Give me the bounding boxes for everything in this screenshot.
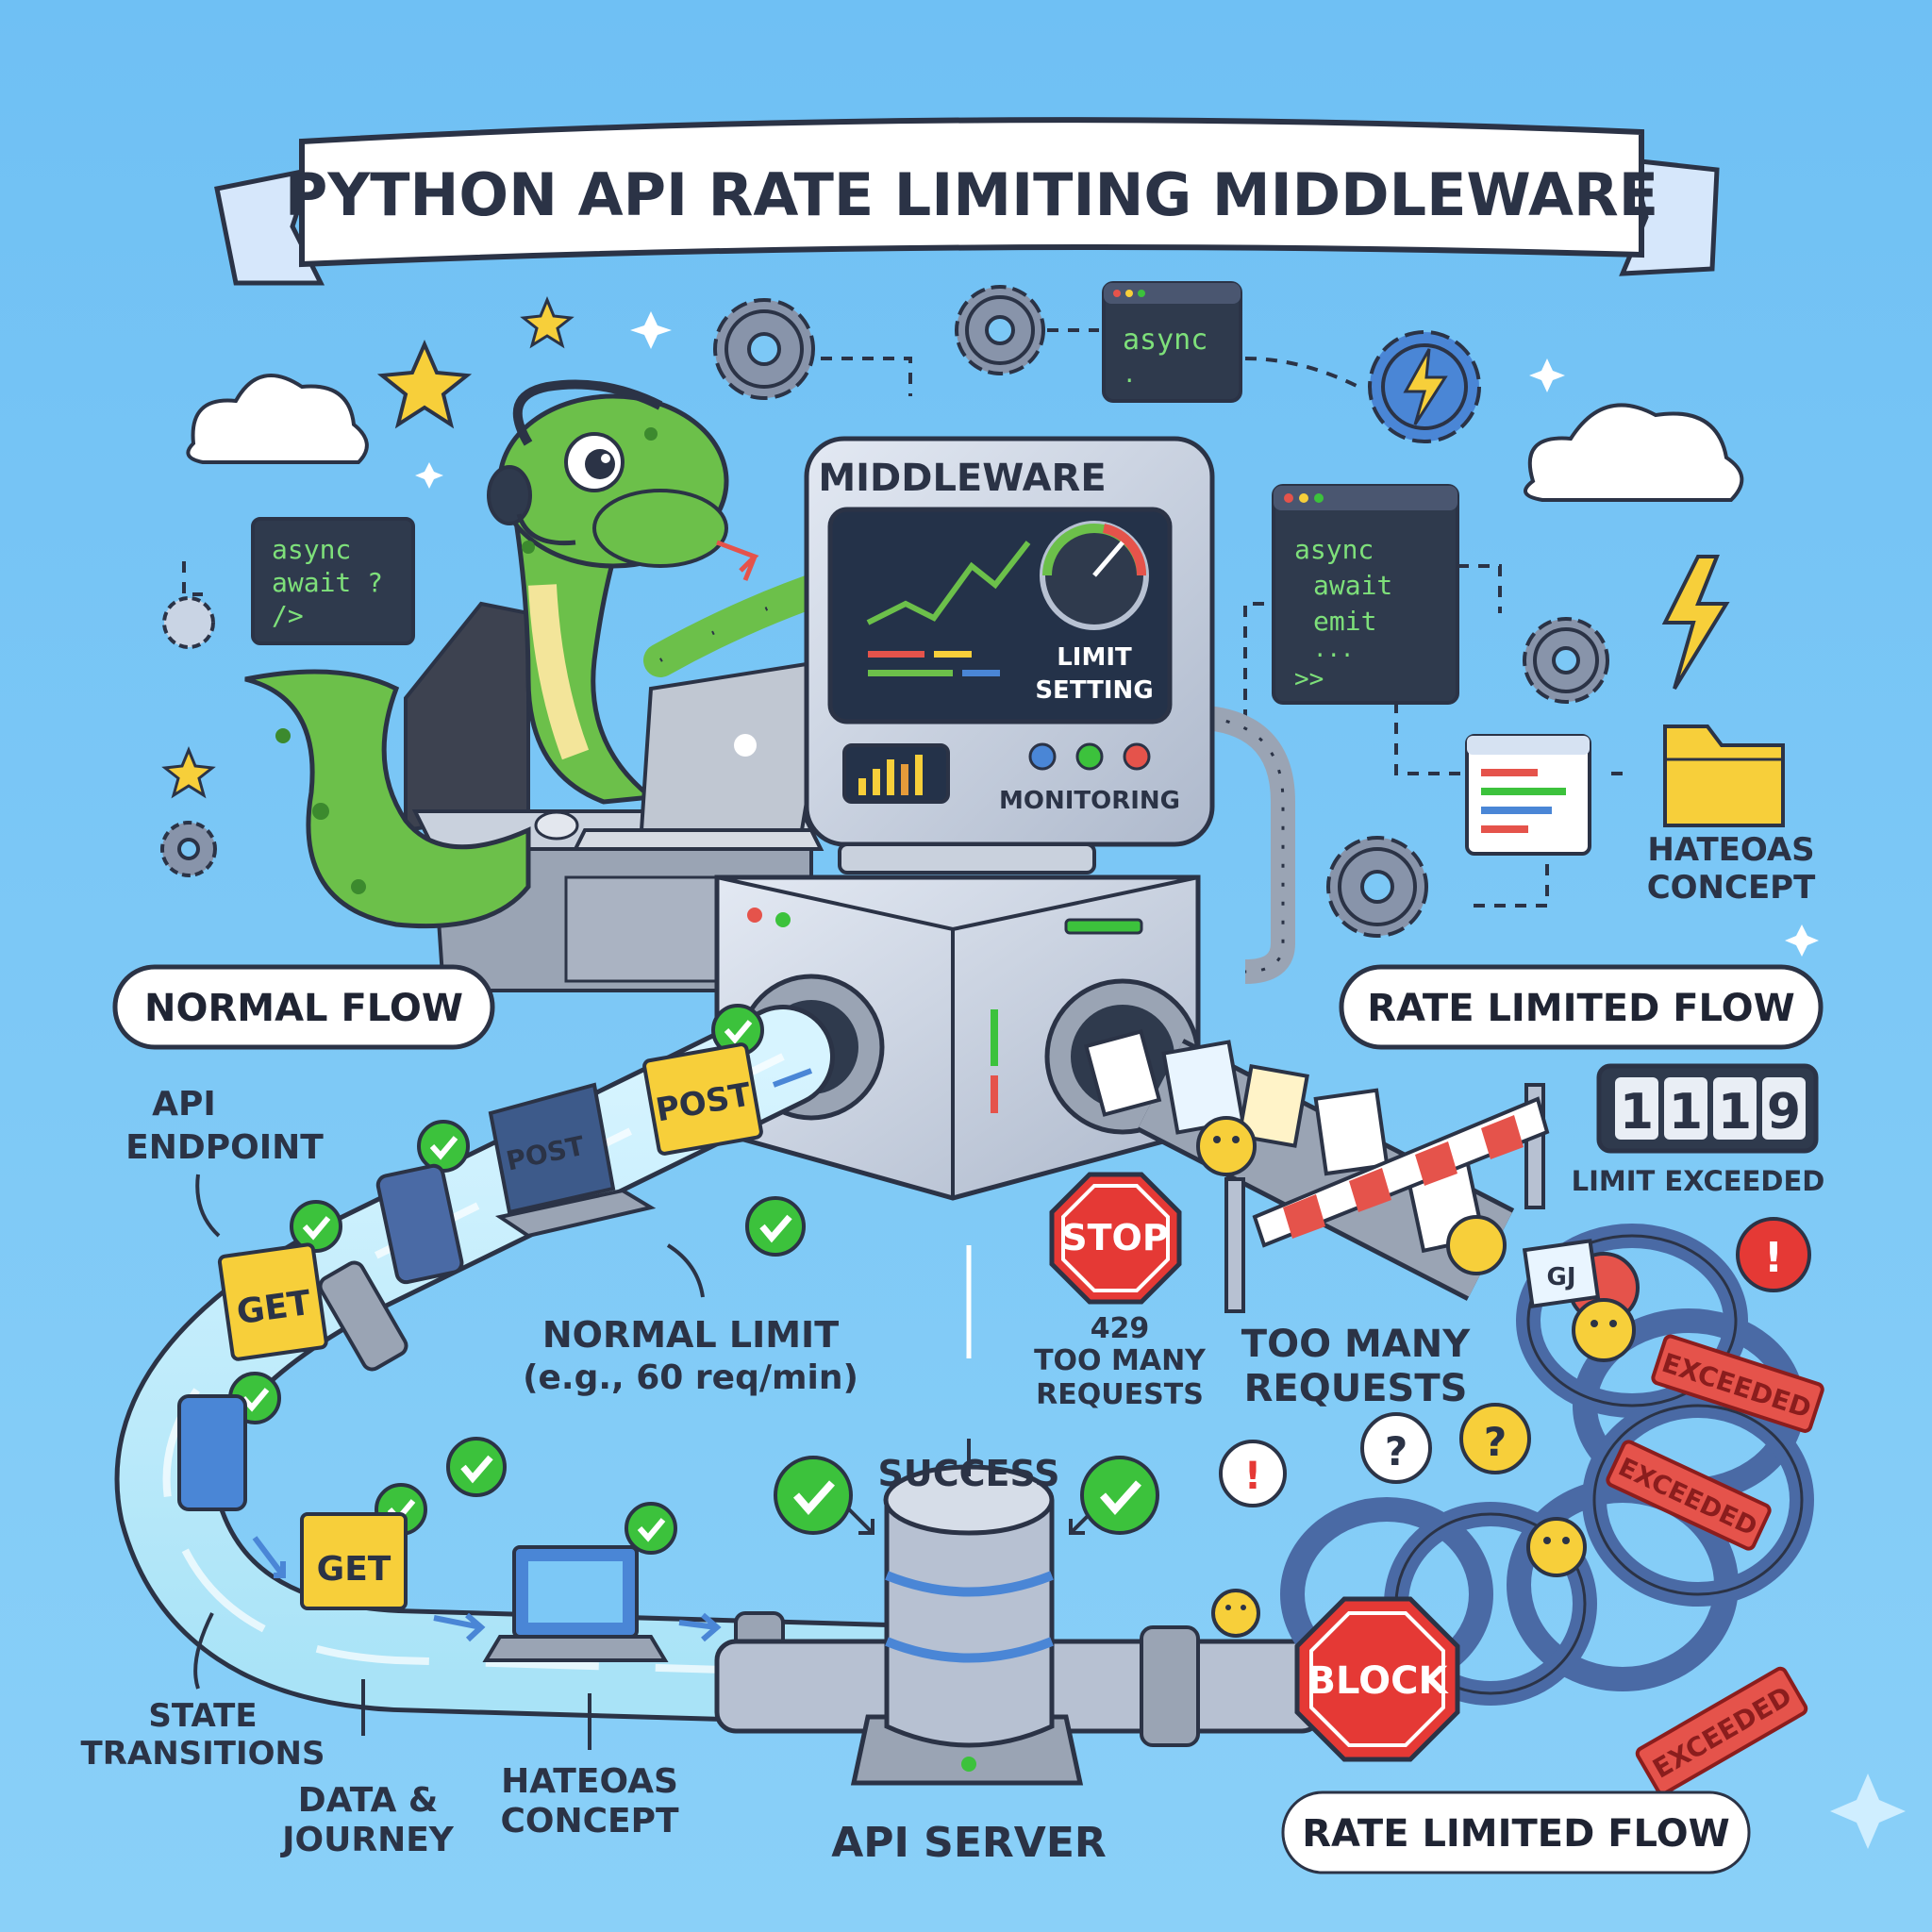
rate-limited-flow-label: RATE LIMITED FLOW [1367, 987, 1795, 1030]
label-line: TOO MANY [1034, 1344, 1207, 1377]
code-line: ... [1313, 636, 1354, 662]
middleware-label: MIDDLEWARE [818, 457, 1106, 500]
cloud-left [186, 374, 369, 464]
label-line: TOO MANY [1241, 1323, 1471, 1366]
api-endpoint-label: API ENDPOINT [125, 1085, 324, 1238]
block-sign-text: BLOCK [1307, 1659, 1450, 1703]
cloud-right [1524, 403, 1744, 502]
lightning-gear-icon [1368, 330, 1481, 443]
phone-icon [177, 1163, 464, 1511]
stop-sign-text: STOP [1061, 1217, 1168, 1258]
request-tag-label: GET [317, 1550, 391, 1589]
code-line: /> [272, 600, 304, 631]
python-snake [244, 379, 847, 929]
code-line: await [1313, 570, 1392, 601]
normal-limit-label: NORMAL LIMIT (e.g., 60 req/min) [523, 1243, 858, 1397]
sparkle-icon [415, 311, 1906, 1849]
request-tag-post: POST [642, 1042, 763, 1156]
label-line: (e.g., 60 req/min) [523, 1358, 858, 1397]
rate-limited-flow-pill: RATE LIMITED FLOW [1339, 964, 1824, 1050]
label-line: NORMAL LIMIT [542, 1314, 839, 1356]
document-window-icon [1465, 734, 1591, 856]
svg-text:?: ? [1385, 1428, 1407, 1474]
laptop-icon [534, 658, 833, 851]
svg-text:!: ! [1764, 1234, 1783, 1282]
svg-text:?: ? [1484, 1419, 1507, 1465]
code-line: >> [1294, 665, 1324, 693]
label-line: ENDPOINT [125, 1128, 324, 1167]
label-line: REQUESTS [1036, 1378, 1204, 1411]
gear-icon [160, 285, 1609, 938]
success-label: SUCCESS [878, 1453, 1060, 1494]
label-line: HATEOAS [501, 1762, 678, 1801]
label-line: 429 [1091, 1312, 1150, 1345]
stop-sign-icon: STOP [1049, 1172, 1182, 1305]
counter-digit: 1 [1620, 1084, 1654, 1141]
label-line: HATEOAS [1647, 831, 1814, 869]
laptop-request-icon [482, 1545, 669, 1662]
code-line: . [1123, 361, 1136, 388]
code-line: async [1123, 324, 1208, 357]
limit-setting-label: LIMIT [1057, 643, 1132, 672]
code-line: async [1294, 534, 1374, 565]
star-icon [161, 296, 575, 799]
code-line: await ? [272, 567, 383, 598]
alert-bubble-icon: ! ? ? ! [1219, 1217, 1811, 1507]
blocked-requests: GJ [1083, 1029, 1640, 1638]
request-counter: 1 1 1 9 [1596, 1063, 1819, 1154]
code-window-top: async . [1102, 281, 1242, 403]
block-sign-icon: BLOCK [1294, 1596, 1460, 1762]
blocked-request-tag: GJ [1546, 1263, 1575, 1291]
rate-limited-flow-label: RATE LIMITED FLOW [1302, 1812, 1730, 1856]
status-429-label: 429 TOO MANY REQUESTS [1034, 1312, 1207, 1411]
title-banner: PYTHON API RATE LIMITING MIDDLEWARE [214, 117, 1720, 286]
api-server-label: API SERVER [831, 1819, 1107, 1867]
counter-digit: 1 [1718, 1084, 1752, 1141]
counter-digit: 9 [1767, 1084, 1801, 1141]
label-line: REQUESTS [1244, 1367, 1468, 1410]
label-line: API [152, 1085, 216, 1124]
code-line: emit [1313, 606, 1376, 637]
hateoas-concept-right-label: HATEOAS CONCEPT [1647, 831, 1816, 907]
hateoas-concept-bottom-label: HATEOAS CONCEPT [500, 1693, 679, 1840]
request-tag-get: GET [300, 1512, 408, 1610]
label-line: CONCEPT [500, 1802, 679, 1840]
counter-digit: 1 [1669, 1084, 1703, 1141]
normal-flow-label: NORMAL FLOW [144, 987, 463, 1030]
limit-exceeded-label: LIMIT EXCEEDED [1572, 1165, 1825, 1197]
label-line: JOURNEY [279, 1821, 455, 1859]
too-many-requests-label: TOO MANY REQUESTS [1241, 1323, 1471, 1410]
data-journey-label: DATA & JOURNEY [279, 1679, 455, 1859]
laptop-request-icon: POST [488, 1082, 657, 1239]
barrier [1224, 1083, 1550, 1313]
code-window-left: async await ? /> [251, 517, 415, 645]
label-line: TRANSITIONS [81, 1735, 325, 1773]
label-line: DATA & [298, 1781, 439, 1820]
rate-limited-flow-pill-bottom: RATE LIMITED FLOW [1281, 1790, 1751, 1874]
title-text: PYTHON API RATE LIMITING MIDDLEWARE [285, 160, 1658, 229]
connector-lines [182, 328, 1623, 908]
folder-icon [1663, 724, 1785, 827]
svg-text:!: ! [1244, 1455, 1261, 1498]
lightning-icon [1661, 555, 1730, 691]
api-server-icon [847, 1245, 1096, 1786]
monitoring-label: MONITORING [999, 787, 1180, 815]
label-line: STATE [148, 1697, 257, 1735]
code-window-right: async await emit ... >> [1272, 484, 1459, 705]
request-tag-get: GET [217, 1242, 328, 1361]
code-line: async [272, 534, 351, 565]
label-line: CONCEPT [1647, 869, 1816, 907]
normal-flow-pill: NORMAL FLOW [112, 964, 495, 1050]
state-transitions-label: STATE TRANSITIONS [81, 1612, 325, 1773]
sad-face-icon [1213, 1136, 1617, 1610]
limit-setting-label: SETTING [1035, 676, 1153, 705]
